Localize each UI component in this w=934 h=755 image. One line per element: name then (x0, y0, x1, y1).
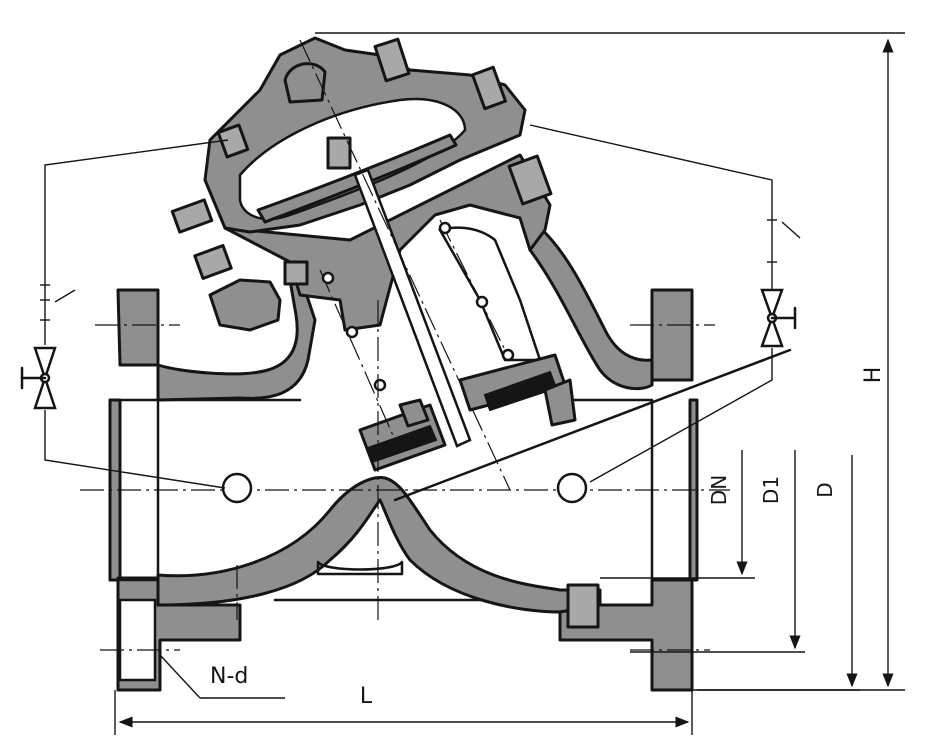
right-housing (528, 226, 654, 391)
label-l: L (360, 684, 373, 709)
bolts (170, 37, 600, 629)
bonnet-cavity (438, 226, 542, 362)
dimension-dn (600, 450, 755, 579)
dimension-l (114, 690, 693, 735)
label-d: D (813, 482, 837, 497)
label-h: H (861, 367, 886, 384)
label-nd: N-d (210, 664, 248, 689)
right-pilot-line (529, 124, 801, 483)
lower-cavity (316, 560, 404, 576)
valve-stem (299, 39, 511, 491)
left-pilot-line (40, 139, 229, 489)
left-needle-valve-icon (20, 346, 57, 410)
left-port (208, 278, 282, 332)
dimension-d1 (630, 450, 805, 653)
label-d1: D1 (759, 476, 783, 504)
lower-body (156, 475, 602, 614)
cover-boss (283, 62, 327, 104)
seat-line (393, 348, 792, 502)
dimension-nd-leader (159, 654, 285, 699)
left-flange (108, 288, 242, 692)
centerlines (80, 300, 730, 651)
dimension-d (697, 455, 860, 691)
right-needle-valve-icon (760, 288, 797, 348)
left-housing (156, 273, 317, 402)
disc-assembly (358, 353, 577, 472)
label-dn: DN (707, 475, 731, 505)
